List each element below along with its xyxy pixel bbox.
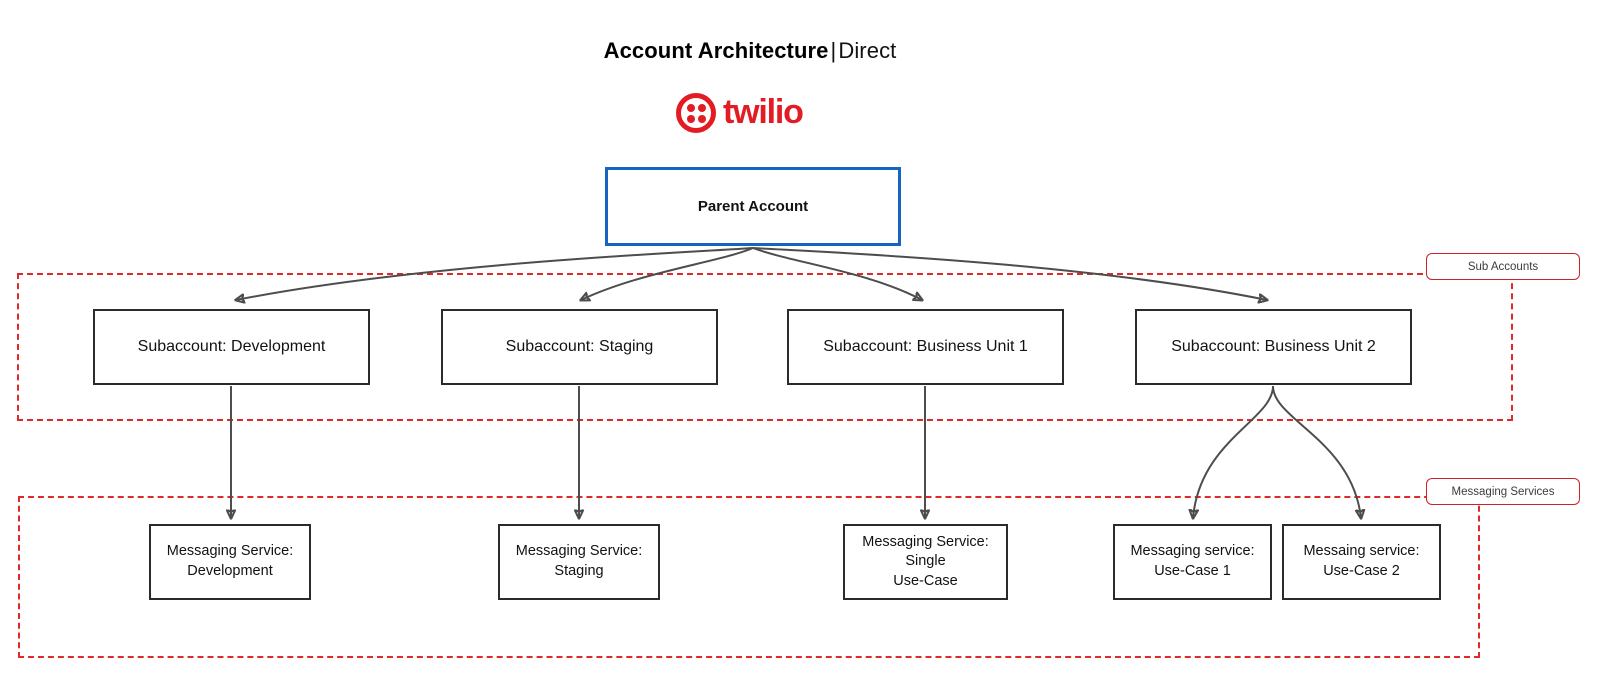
node-messaging-service-development[interactable]: Messaging Service: Development <box>149 524 311 600</box>
node-messaging-service-use-case-2[interactable]: Messaing service: Use-Case 2 <box>1282 524 1441 600</box>
page-title-light: Direct <box>838 38 897 63</box>
twilio-logo-icon <box>676 93 716 133</box>
node-messaging-service-use-case-2-label: Messaing service: Use-Case 2 <box>1291 542 1431 581</box>
page-title: Account Architecture|Direct <box>0 38 1500 64</box>
svc-uc1-line1: Messaging service: <box>1130 543 1255 560</box>
node-subaccount-business-unit-2-label: Subaccount: Business Unit 2 <box>1171 338 1376 355</box>
svc-staging-line2: Staging <box>554 563 604 579</box>
group-tag-messaging-services: Messaging Services <box>1426 478 1580 505</box>
node-subaccount-business-unit-1[interactable]: Subaccount: Business Unit 1 <box>787 309 1064 385</box>
node-messaging-service-single-use-case-label: Messaging Service: Single Use-Case <box>845 533 1006 592</box>
node-subaccount-development-label: Subaccount: Development <box>137 338 326 355</box>
svc-uc2-line2: Use-Case 2 <box>1323 563 1400 579</box>
node-messaging-service-single-use-case[interactable]: Messaging Service: Single Use-Case <box>843 524 1008 600</box>
node-messaging-service-development-label: Messaging Service: Development <box>155 542 306 581</box>
node-parent-account[interactable]: Parent Account <box>605 167 901 246</box>
node-subaccount-staging-label: Subaccount: Staging <box>505 338 654 355</box>
svc-single-line2: Use-Case <box>893 572 958 589</box>
node-messaging-service-use-case-1[interactable]: Messaging service: Use-Case 1 <box>1113 524 1272 600</box>
node-subaccount-development[interactable]: Subaccount: Development <box>93 309 370 385</box>
svc-uc2-line1: Messaing service: <box>1303 543 1420 560</box>
twilio-wordmark: twilio <box>723 92 804 131</box>
svc-dev-line2: Development <box>187 563 273 579</box>
svc-single-line1: Messaging Service: Single <box>862 533 989 570</box>
group-tag-sub-accounts: Sub Accounts <box>1426 253 1580 280</box>
svc-dev-line1: Messaging Service: <box>166 543 294 560</box>
svc-staging-line1: Messaging Service: <box>515 543 643 560</box>
node-subaccount-staging[interactable]: Subaccount: Staging <box>441 309 718 385</box>
node-messaging-service-use-case-1-label: Messaging service: Use-Case 1 <box>1118 542 1266 581</box>
node-subaccount-business-unit-2[interactable]: Subaccount: Business Unit 2 <box>1135 309 1412 385</box>
group-messaging-services <box>18 496 1480 658</box>
node-messaging-service-staging-label: Messaging Service: Staging <box>504 542 655 581</box>
page-title-strong: Account Architecture <box>603 38 829 63</box>
page-title-separator: | <box>830 38 837 63</box>
node-subaccount-business-unit-1-label: Subaccount: Business Unit 1 <box>823 338 1028 355</box>
node-parent-account-label: Parent Account <box>697 198 809 215</box>
node-messaging-service-staging[interactable]: Messaging Service: Staging <box>498 524 660 600</box>
svc-uc1-line2: Use-Case 1 <box>1154 563 1231 579</box>
twilio-logo: twilio <box>676 92 826 134</box>
